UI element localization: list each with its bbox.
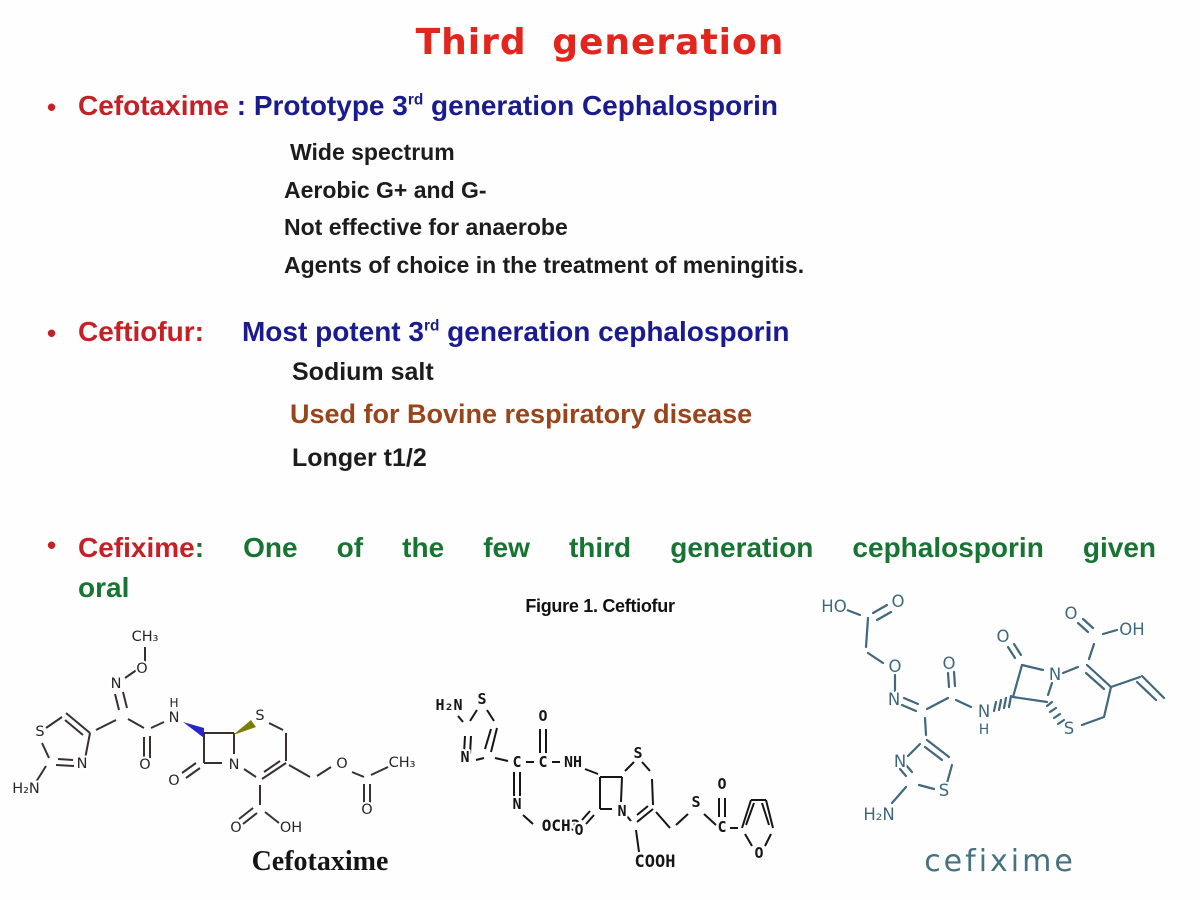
atom-label: CH₃ [132, 629, 159, 645]
atom-label: S [939, 781, 949, 800]
atom-label: N [460, 748, 469, 766]
atom-label: S [35, 724, 44, 740]
ceftiofur-sub-sodium: Sodium salt [292, 358, 434, 386]
ceftiofur-figure-caption: Figure 1. Ceftiofur [525, 596, 675, 616]
ceftiofur-bonds [457, 709, 774, 853]
subpoint: Not effective for anaerobe [284, 214, 568, 240]
atom-label: H₂N [12, 781, 40, 797]
atom-label: N [888, 690, 900, 709]
atom-label: O [336, 756, 347, 772]
atom-label: N [1049, 665, 1061, 684]
atom-label: O [997, 627, 1010, 646]
bullet-marker: • [47, 318, 57, 348]
cefixime-structure-label: cefixime [924, 844, 1076, 879]
atom-label: N [111, 676, 122, 692]
atom-label: S [691, 793, 700, 811]
bullet-marker: • [47, 530, 57, 560]
atom-label: N [512, 795, 521, 813]
atom-label: COOH [635, 852, 676, 872]
atom-label: CH₃ [389, 755, 416, 771]
subpoint: Agents of choice in the treatment of men… [284, 251, 805, 278]
cefixime-line1: Cefixime: One of the few third generatio… [78, 528, 1156, 568]
cefotaxime-subpoints: Wide spectrum Aerobic G+ and G- Not effe… [284, 134, 804, 284]
atom-label: O [230, 820, 241, 836]
cefotaxime-desc-post: generation Cephalosporin [423, 90, 778, 121]
cefotaxime-structure-label: Cefotaxime [251, 846, 389, 877]
atom-label: N [978, 702, 990, 721]
atom-label: OH [1119, 620, 1144, 639]
cefixime-bonds [845, 603, 1166, 805]
bullet-marker: • [47, 92, 57, 122]
ceftiofur-desc-sup: rd [423, 317, 440, 335]
atom-label: O [538, 707, 547, 725]
atom-label: O [574, 821, 583, 839]
ceftiofur-sub-bovine: Used for Bovine respiratory disease [290, 399, 753, 429]
atom-label: S [1064, 719, 1074, 738]
atom-label: OH [280, 820, 302, 836]
atom-label: O [139, 757, 150, 773]
bullet-cefixime: Cefixime: One of the few third generatio… [78, 528, 1156, 608]
atom-label: O [361, 802, 372, 818]
ceftiofur-sub-halflife: Longer t1/2 [292, 444, 427, 472]
atom-label: H₂N [863, 805, 894, 824]
atom-label: S [633, 744, 642, 762]
atom-label: N [229, 757, 240, 773]
atom-label: OCH3 [542, 816, 581, 835]
ceftiofur-desc-pre: Most potent 3 [241, 316, 424, 347]
atom-label: O [943, 654, 956, 673]
bullet-ceftiofur: Ceftiofur: Most potent 3rd generation cep… [78, 316, 789, 348]
atom-label: N [169, 710, 180, 726]
cefixime-desc: : One of the few third generation cephal… [194, 532, 1156, 563]
slide-title: Third generation [415, 22, 785, 63]
atom-label: NH [564, 753, 582, 771]
atom-label: N [77, 756, 88, 772]
atom-label: C [538, 753, 547, 771]
subpoint: Aerobic G+ and G- [284, 176, 487, 203]
atom-label: O [889, 657, 902, 676]
cefixime-term: Cefixime [78, 532, 195, 563]
atom-label: O [717, 775, 726, 793]
atom-label: N [894, 752, 906, 771]
atom-label: H [979, 722, 990, 738]
bullet-cefotaxime: Cefotaxime : Prototype 3rd generation Ce… [78, 90, 778, 122]
atom-label: O [892, 592, 905, 611]
atom-label: S [255, 708, 264, 724]
atom-label: O [136, 661, 147, 677]
subpoint: Wide spectrum [290, 139, 455, 165]
cefotaxime-desc-pre: : Prototype 3 [228, 90, 408, 121]
ceftiofur-term: Ceftiofur: [78, 316, 204, 347]
ceftiofur-desc-post: generation cephalosporin [439, 316, 790, 347]
cefixime-line2: oral [78, 572, 130, 603]
cefotaxime-desc-sup: rd [407, 91, 424, 109]
atom-label: N [617, 802, 626, 820]
atom-label: S [477, 690, 486, 708]
cefotaxime-term: Cefotaxime [78, 90, 229, 121]
atom-label: C [512, 753, 521, 771]
atom-label: C [717, 818, 726, 836]
atom-label: O [754, 844, 763, 862]
atom-label: O [1065, 604, 1078, 623]
cefotaxime-bonds [35, 647, 389, 825]
atom-label: H₂N [435, 696, 462, 714]
atom-label: HO [821, 597, 846, 616]
atom-label: H [169, 696, 178, 710]
atom-label: O [168, 773, 179, 789]
